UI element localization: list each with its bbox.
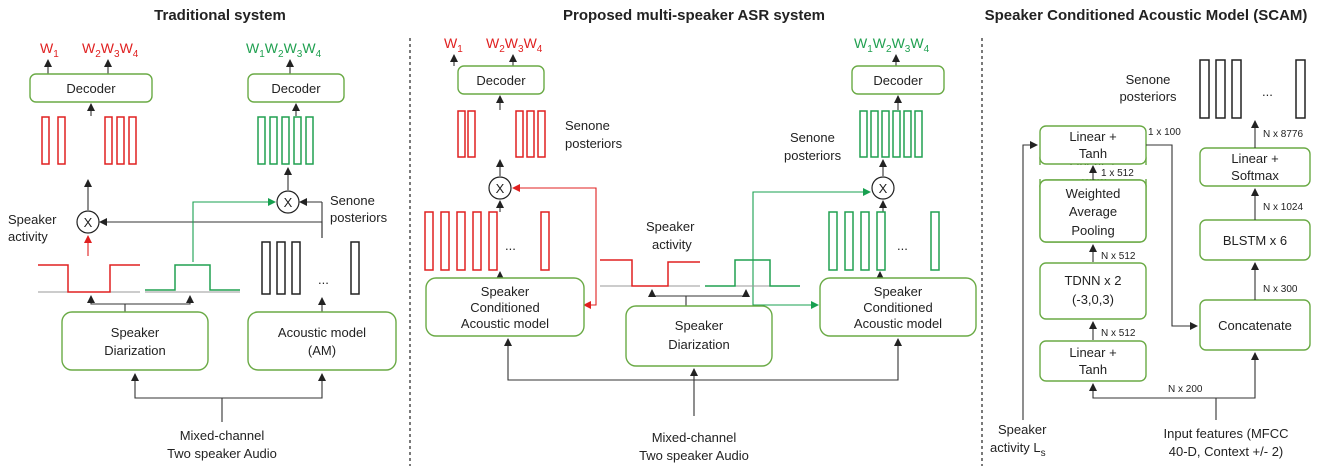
senone-posteriors-label-proposed-left: Senone bbox=[565, 118, 610, 133]
svg-text:Acoustic model: Acoustic model bbox=[278, 325, 366, 340]
svg-text:40-D, Context +/- 2): 40-D, Context +/- 2) bbox=[1169, 444, 1284, 459]
svg-text:Diarization: Diarization bbox=[668, 337, 729, 352]
speaker-diarization-box-left bbox=[61, 311, 209, 371]
svg-text:...: ... bbox=[897, 238, 908, 253]
svg-text:...: ... bbox=[1262, 84, 1273, 99]
svg-text:BLSTM x 6: BLSTM x 6 bbox=[1223, 233, 1287, 248]
title-scam: Speaker Conditioned Acoustic Model (SCAM… bbox=[985, 7, 1308, 24]
svg-text:...: ... bbox=[318, 272, 329, 287]
scam-linear-tanh-bottom bbox=[1039, 340, 1147, 382]
mixed-audio-label-proposed: Mixed-channel bbox=[652, 430, 737, 445]
svg-text:TDNN x 2: TDNN x 2 bbox=[1064, 273, 1121, 288]
svg-text:Acoustic model: Acoustic model bbox=[854, 316, 942, 331]
svg-text:N x 512: N x 512 bbox=[1101, 328, 1136, 339]
svg-text:(AM): (AM) bbox=[308, 343, 336, 358]
senone-posteriors-label: Senone bbox=[330, 193, 375, 208]
svg-text:...: ... bbox=[505, 238, 516, 253]
svg-text:Decoder: Decoder bbox=[476, 73, 526, 88]
svg-text:Speaker: Speaker bbox=[481, 284, 530, 299]
multiply-node-proposed-left bbox=[488, 176, 512, 200]
svg-text:activity: activity bbox=[8, 229, 48, 244]
svg-text:X: X bbox=[496, 181, 505, 196]
svg-text:Decoder: Decoder bbox=[271, 81, 321, 96]
svg-text:Tanh: Tanh bbox=[1079, 362, 1107, 377]
svg-text:N x 200: N x 200 bbox=[1168, 384, 1203, 395]
scam-tdnn bbox=[1039, 262, 1147, 320]
title-proposed: Proposed multi-speaker ASR system bbox=[563, 7, 825, 24]
svg-text:X: X bbox=[84, 215, 93, 230]
svg-text:1 x 512: 1 x 512 bbox=[1101, 168, 1134, 179]
svg-text:N x 1024: N x 1024 bbox=[1263, 202, 1303, 213]
multiply-node-proposed-right bbox=[871, 176, 895, 200]
svg-text:posteriors: posteriors bbox=[330, 210, 388, 225]
decoder-box-right bbox=[247, 73, 345, 103]
svg-text:Linear +: Linear + bbox=[1069, 345, 1116, 360]
svg-text:Linear +: Linear + bbox=[1069, 129, 1116, 144]
svg-text:Speaker: Speaker bbox=[675, 318, 724, 333]
svg-text:Decoder: Decoder bbox=[873, 73, 923, 88]
svg-text:W1: W1 bbox=[444, 35, 463, 55]
acoustic-model-box bbox=[247, 311, 397, 371]
svg-text:1 x 100: 1 x 100 bbox=[1148, 127, 1181, 138]
svg-text:Concatenate: Concatenate bbox=[1218, 318, 1292, 333]
svg-text:Weighted: Weighted bbox=[1066, 186, 1121, 201]
svg-text:posteriors: posteriors bbox=[784, 148, 842, 163]
mixed-audio-label-left: Mixed-channel bbox=[180, 428, 265, 443]
scam-input-features-label: Input features (MFCC bbox=[1164, 426, 1289, 441]
svg-text:Diarization: Diarization bbox=[104, 343, 165, 358]
svg-text:Linear +: Linear + bbox=[1231, 151, 1278, 166]
svg-text:Softmax: Softmax bbox=[1231, 168, 1279, 183]
proposed-section: W1 W2W3W4 W1W2W3W4 Decoder Decoder Senon… bbox=[424, 35, 977, 463]
svg-text:X: X bbox=[284, 195, 293, 210]
decoder-box-proposed-left bbox=[457, 65, 545, 95]
svg-text:Tanh: Tanh bbox=[1079, 146, 1107, 161]
svg-text:Acoustic model: Acoustic model bbox=[461, 316, 549, 331]
speaker-activity-label: Speaker bbox=[8, 212, 57, 227]
svg-text:posteriors: posteriors bbox=[1119, 89, 1177, 104]
decoder-box-proposed-right bbox=[851, 65, 945, 95]
svg-text:Average: Average bbox=[1069, 204, 1117, 219]
senone-posteriors-label-proposed-right: Senone bbox=[790, 130, 835, 145]
speaker-activity-label-proposed: Speaker bbox=[646, 219, 695, 234]
svg-text:W1W2W3W4: W1W2W3W4 bbox=[854, 35, 930, 55]
svg-text:Speaker: Speaker bbox=[874, 284, 923, 299]
svg-text:W2W3W4: W2W3W4 bbox=[486, 35, 543, 55]
svg-text:(-3,0,3): (-3,0,3) bbox=[1072, 292, 1114, 307]
scam-section: ... Senone posteriors Linear + Tanh Weig… bbox=[990, 59, 1311, 459]
scam-speaker-activity-label: Speaker bbox=[998, 422, 1047, 437]
traditional-section: W1 W2W3W4 W1W2W3W4 Decoder Decoder bbox=[8, 40, 397, 461]
title-traditional: Traditional system bbox=[154, 7, 286, 24]
svg-text:X: X bbox=[879, 181, 888, 196]
word-w1234-green: W1W2W3W4 bbox=[246, 40, 322, 60]
speaker-diarization-box-proposed bbox=[625, 305, 773, 367]
scam-box-left bbox=[425, 277, 585, 337]
svg-text:Speaker: Speaker bbox=[111, 325, 160, 340]
scam-box-right bbox=[819, 277, 977, 337]
scam-senone-label: Senone bbox=[1126, 72, 1171, 87]
svg-text:activity Ls: activity Ls bbox=[990, 440, 1046, 459]
svg-text:Decoder: Decoder bbox=[66, 81, 116, 96]
svg-text:Conditioned: Conditioned bbox=[470, 300, 539, 315]
decoder-box-left bbox=[29, 73, 153, 103]
svg-text:Pooling: Pooling bbox=[1071, 223, 1114, 238]
svg-text:posteriors: posteriors bbox=[565, 136, 623, 151]
svg-text:Two speaker Audio: Two speaker Audio bbox=[167, 446, 277, 461]
svg-text:N x 300: N x 300 bbox=[1263, 284, 1298, 295]
word-w234-red: W2W3W4 bbox=[82, 40, 139, 60]
svg-text:N x 512: N x 512 bbox=[1101, 251, 1136, 262]
svg-text:Two speaker Audio: Two speaker Audio bbox=[639, 448, 749, 463]
svg-text:Conditioned: Conditioned bbox=[863, 300, 932, 315]
svg-text:activity: activity bbox=[652, 237, 692, 252]
svg-text:N x 8776: N x 8776 bbox=[1263, 129, 1303, 140]
word-w1-red: W1 bbox=[40, 40, 59, 60]
